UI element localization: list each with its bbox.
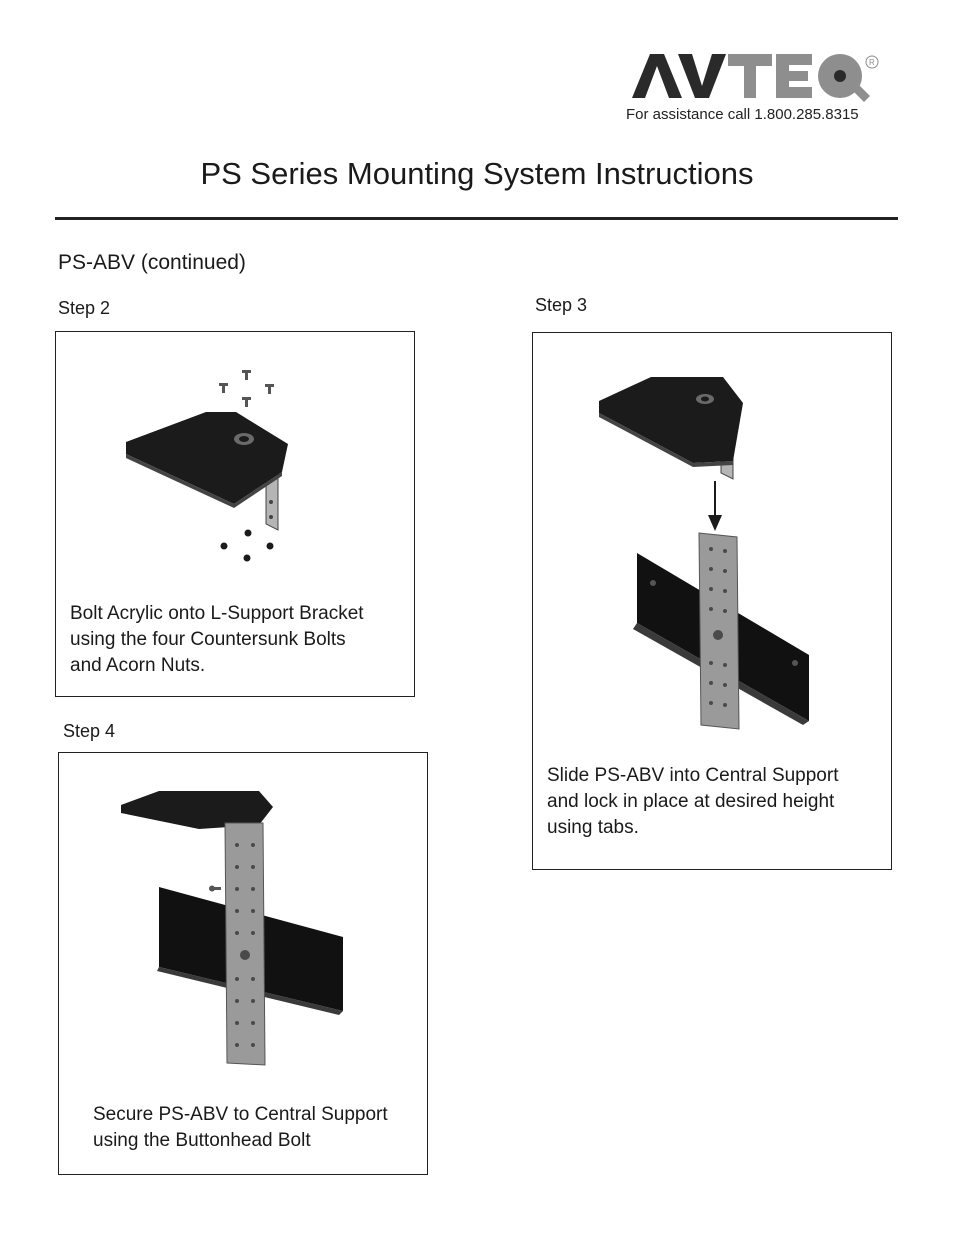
page-title: PS Series Mounting System Instructions: [200, 156, 754, 191]
step-2-label: Step 2: [58, 298, 111, 318]
step-3-caption: Slide PS-ABV into Central Support and lo…: [547, 765, 839, 838]
section-subtitle: PS-ABV (continued): [58, 251, 246, 274]
header-divider: [55, 217, 898, 220]
step-4-label: Step 4: [63, 721, 116, 741]
step-3-label: Step 3: [535, 295, 588, 315]
step-4-illustration: [121, 791, 343, 1066]
step-3-illustration: [599, 377, 809, 730]
step-4-caption: Secure PS-ABV to Central Support using t…: [93, 1104, 388, 1151]
step-2-panel: Bolt Acrylic onto L-Support Bracket usin…: [55, 331, 415, 697]
step-2-caption: Bolt Acrylic onto L-Support Bracket usin…: [70, 603, 364, 676]
assistance-phone: For assistance call 1.800.285.8315: [626, 106, 859, 123]
step-2-illustration: [126, 370, 288, 562]
avteq-logo: R: [632, 54, 879, 102]
step-4-panel: Secure PS-ABV to Central Support using t…: [58, 752, 428, 1175]
step-3-panel: Slide PS-ABV into Central Support and lo…: [532, 332, 892, 870]
svg-text:R: R: [869, 58, 875, 67]
